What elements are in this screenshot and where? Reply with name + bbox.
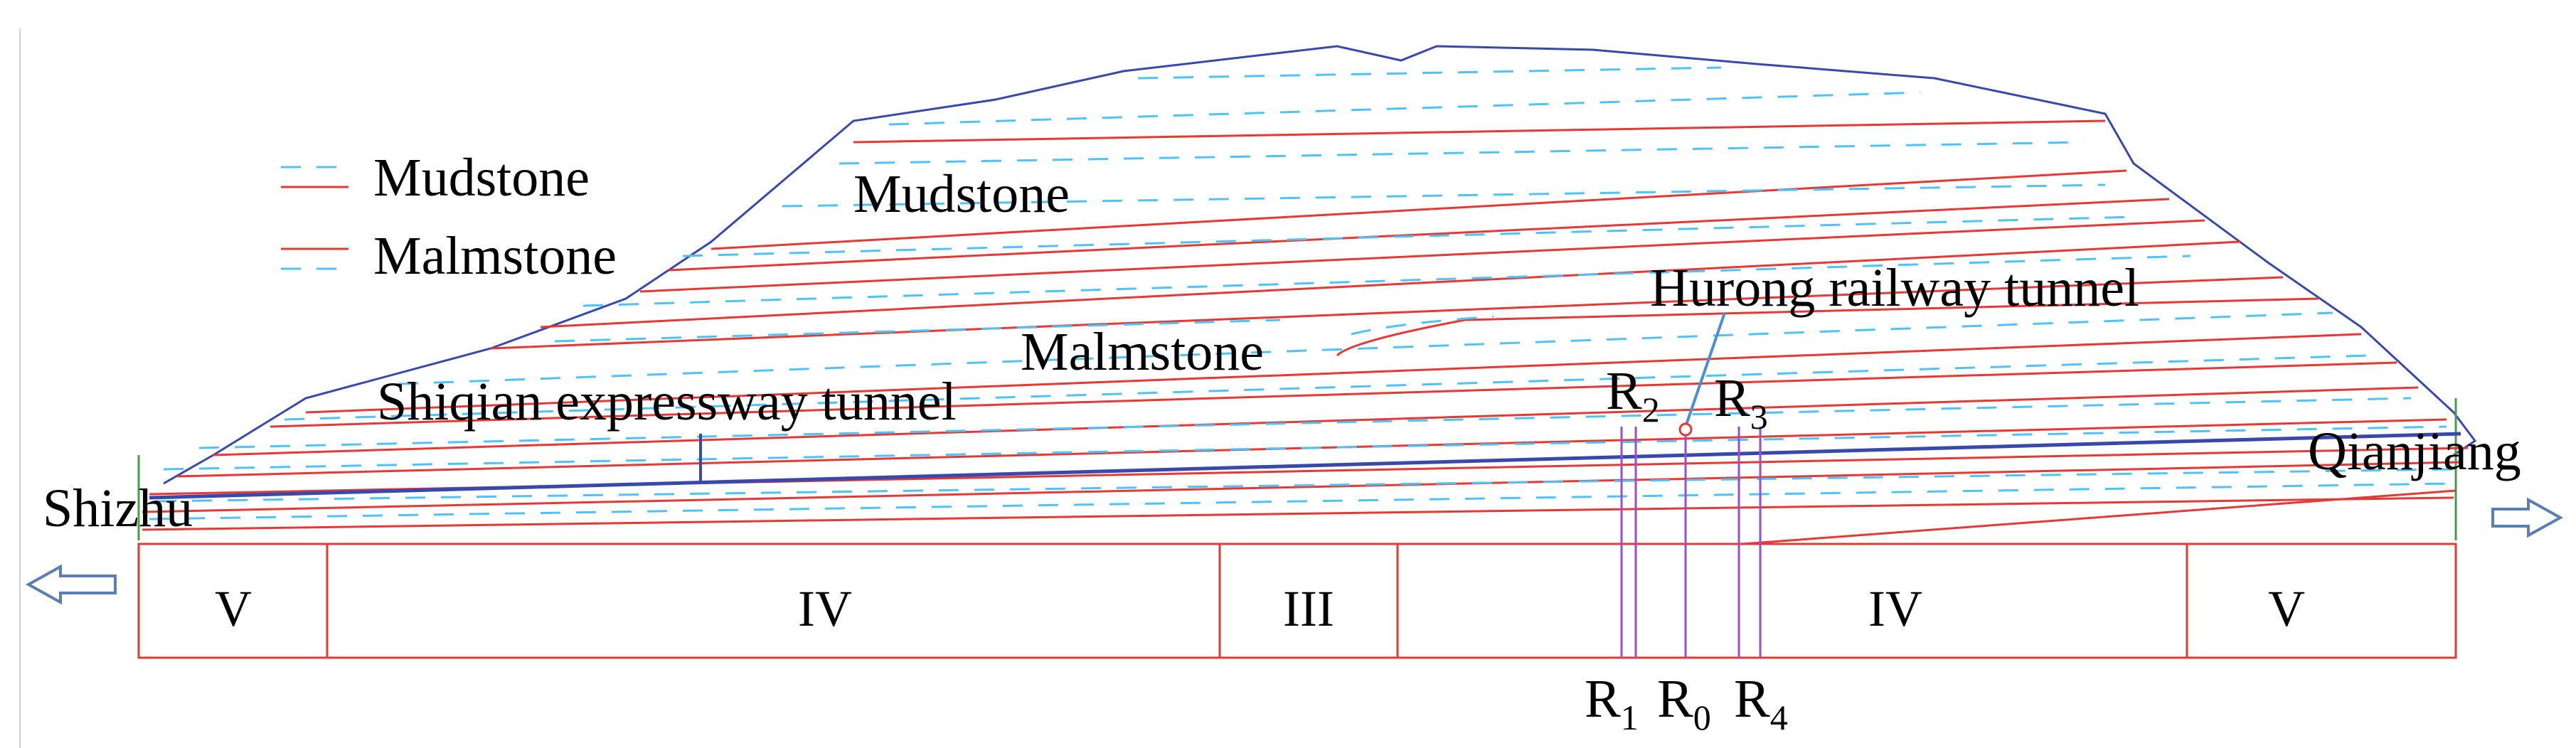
expressway-tunnel-alignment: [149, 432, 2461, 500]
arrow-right-icon: [2491, 497, 2564, 538]
section-label-r0: R0: [1657, 669, 1711, 737]
grade-label-1: V: [215, 580, 252, 637]
direction-right-label: Qianjiang: [2308, 422, 2521, 481]
railway-tunnel-pointer: [1684, 312, 1726, 427]
legend: Mudstone Malmstone: [281, 148, 617, 286]
grade-label-2: IV: [798, 580, 852, 637]
direction-left-label: Shizhu: [43, 479, 193, 538]
legend-malmstone-label: Malmstone: [373, 226, 617, 286]
section-label-r3: R3: [1714, 368, 1768, 437]
grade-label-4: IV: [1868, 580, 1922, 637]
rock-grade-band: [137, 543, 2457, 659]
ground-surface-outline: [163, 45, 2477, 485]
expressway-tunnel-label: Shiqian expressway tunnel: [377, 372, 957, 432]
section-label-r1: R1: [1585, 669, 1639, 737]
section-label-r2: R2: [1606, 361, 1660, 429]
mudstone-stratum-label: Mudstone: [853, 164, 1070, 224]
monitoring-section-lines: [1620, 427, 1762, 658]
malmstone-stratum-label: Malmstone: [1021, 322, 1264, 382]
arrow-left-icon: [25, 564, 117, 605]
railway-tunnel-marker: [1678, 422, 1693, 437]
mudstone-hatching: [149, 66, 2454, 520]
railway-tunnel-label: Hurong railway tunnel: [1650, 258, 2139, 318]
grade-label-5: V: [2268, 580, 2305, 637]
grade-label-3: III: [1283, 580, 1334, 637]
section-label-r4: R4: [1734, 669, 1788, 737]
legend-mudstone-label: Mudstone: [373, 148, 590, 208]
